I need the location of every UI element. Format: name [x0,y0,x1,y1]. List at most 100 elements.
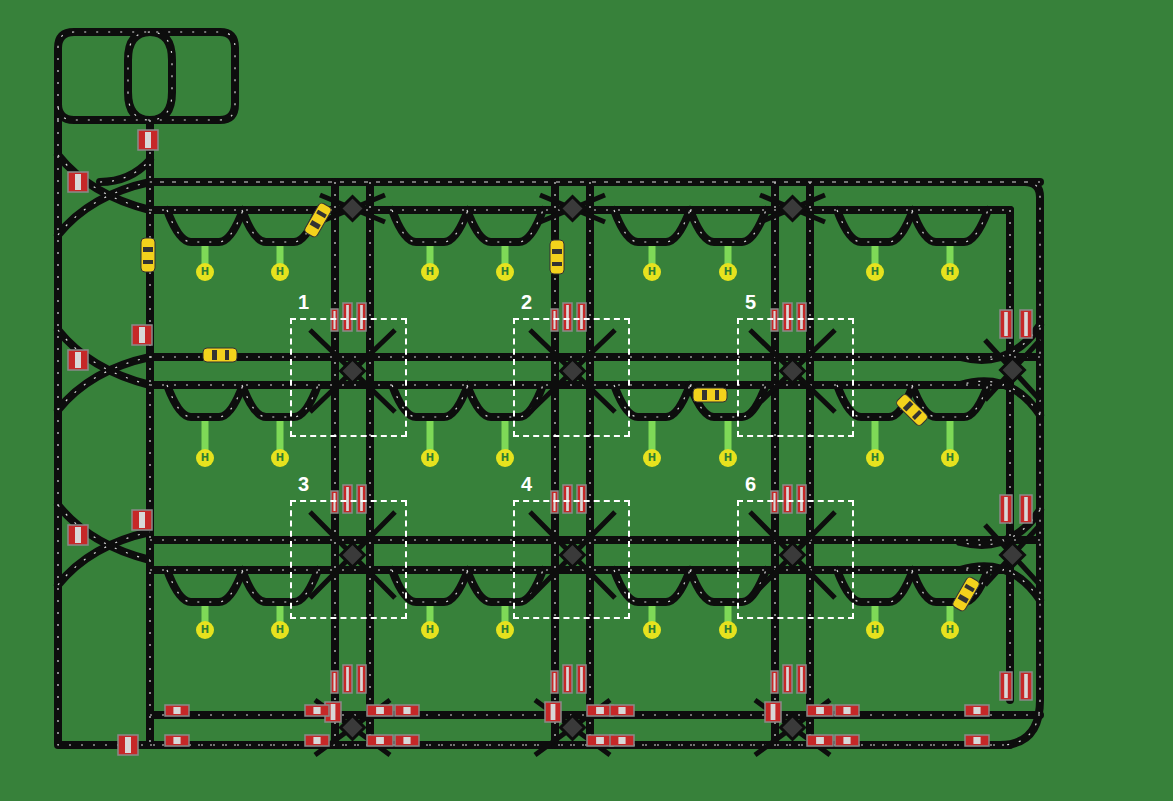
traffic-light [551,671,558,693]
lane-marking [392,210,468,242]
road [1006,210,1014,700]
parking-letter: H [724,453,732,463]
traffic-light [771,671,778,693]
car-window [212,350,217,360]
traffic-light-stripe [973,737,980,744]
road [690,385,766,417]
parking-sign: H [496,621,514,639]
parking-letter: H [648,453,656,463]
traffic-light-stripe [1024,312,1028,336]
car-window [552,262,562,266]
traffic-light-stripe [786,487,789,511]
traffic-light [587,705,613,716]
parking-sign: H [866,449,884,467]
traffic-light-stripe [403,707,410,714]
junction-diamond [781,197,805,221]
traffic-light [343,485,352,513]
traffic-light-stripe [553,493,555,511]
traffic-light [395,705,419,716]
parking-sign: H [271,621,289,639]
traffic-light [577,303,586,331]
traffic-light [165,705,189,716]
parking-sign: H [866,621,884,639]
traffic-light [577,665,586,693]
traffic-light-stripe [800,667,803,691]
traffic-light-stripe [553,673,555,691]
traffic-light-stripe [346,487,349,511]
traffic-light-stripe [139,327,145,343]
lane-marking [614,570,690,602]
road [150,381,1010,389]
road [614,210,690,242]
lane-marking [242,385,318,417]
lane-marking [1009,210,1010,700]
road [467,210,543,242]
traffic-light [563,303,572,331]
parking-sign: H [421,449,439,467]
traffic-light-stripe [403,737,410,744]
traffic-light-stripe [580,667,583,691]
parking-stems [205,240,950,622]
traffic-light [610,735,634,746]
parking-sign: H [421,621,439,639]
parking-sign: H [866,263,884,281]
road [392,570,468,602]
parking-sign: H [196,621,214,639]
car-window [715,390,719,400]
traffic-light-stripe [973,707,980,714]
parking-sign: H [941,621,959,639]
traffic-light-stripe [346,667,349,691]
junction-curve [530,512,615,598]
road [586,182,594,745]
junction-curve [310,512,395,598]
traffic-light-stripe [125,737,131,753]
road [58,32,235,120]
road [160,182,1040,745]
road [242,570,318,602]
traffic-light [367,705,393,716]
intersection-area: 5 [737,318,854,437]
junction-diamond [781,359,805,383]
lane-marking [58,120,1000,745]
lane-marking [690,570,766,602]
traffic-light-stripe [346,305,349,329]
traffic-light [1020,672,1032,700]
road [331,182,339,745]
traffic-light [165,735,189,746]
intersection-area: 6 [737,500,854,619]
traffic-light [965,705,989,716]
parking-letter: H [871,453,879,463]
parking-sign: H [421,263,439,281]
traffic-light-stripe [800,305,803,329]
road [150,536,1040,544]
callout-number: 1 [298,291,309,314]
car-window [225,350,229,360]
car-window [552,249,562,254]
lane-marking [837,210,913,242]
parking-sign: H [271,449,289,467]
traffic-light-stripe [843,737,850,744]
parking-letter: H [946,625,954,635]
traffic-light-stripe [786,305,789,329]
traffic-light-stripe [566,667,569,691]
road [912,210,988,242]
traffic-light-stripe [1004,674,1008,698]
parking-sign: H [941,449,959,467]
lane-marking [242,570,318,602]
callout-number: 4 [521,473,532,496]
parking-sign: H [496,449,514,467]
road [614,385,690,417]
traffic-light-stripe [173,707,180,714]
traffic-light-stripe [333,673,335,691]
traffic-light [357,665,366,693]
road [167,385,243,417]
callout-number: 2 [521,291,532,314]
traffic-light [765,702,781,722]
junction-diamond [341,359,365,383]
road [150,353,1040,361]
parking-letter: H [426,625,434,635]
parking-letter: H [871,625,879,635]
road [614,570,690,602]
car-window [702,390,707,400]
